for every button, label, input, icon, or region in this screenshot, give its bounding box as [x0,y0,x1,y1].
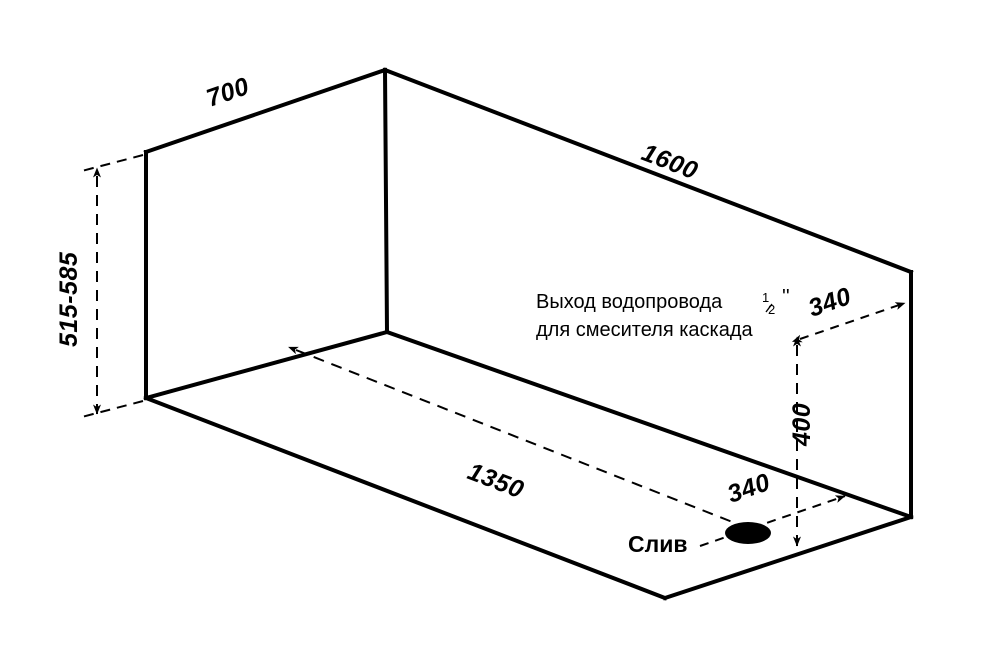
drain-label: Слив [628,531,688,557]
drain-hole-icon [725,522,771,544]
water-outlet-fraction-numerator: 1 [762,290,769,305]
edge-top-back-left [143,67,388,155]
water-outlet-label-line2: для смесителя каскада [536,319,754,341]
tub-body-outline [143,67,914,601]
edge-front-bottom-right [662,514,914,601]
dimension-label-bottom-340: 340 [724,468,774,509]
edge-inner-floor-right [384,329,914,520]
edge-inner-vertical [382,67,390,335]
water-outlet-inch-mark: '' [782,286,790,308]
dim-line-1350 [288,346,741,526]
dim-line-top-340 [791,302,906,343]
ext-line-height-bottom [77,400,144,419]
dimension-label-700: 700 [203,72,253,112]
water-outlet-label-line1: Выход водопровода [536,291,723,313]
edge-front-bottom-left [143,395,668,601]
ext-line-height-top [77,154,144,173]
dimension-label-515-585: 515-585 [55,251,83,347]
height-dimension-group [77,154,144,419]
dimension-label-400: 400 [788,403,816,447]
fraction-slash [765,303,773,313]
edge-inner-floor-left [143,329,390,401]
edge-top-back-right [382,67,914,275]
dim-line-bottom-340 [751,495,846,529]
dimension-label-top-340: 340 [805,282,855,323]
inner-length-dimension-group [288,346,741,526]
top-offset-dimension-group [791,302,906,343]
water-outlet-fraction-denominator: 2 [768,302,775,317]
dimension-label-1350: 1350 [464,457,528,504]
drain-offset-dimension-group [699,495,846,547]
